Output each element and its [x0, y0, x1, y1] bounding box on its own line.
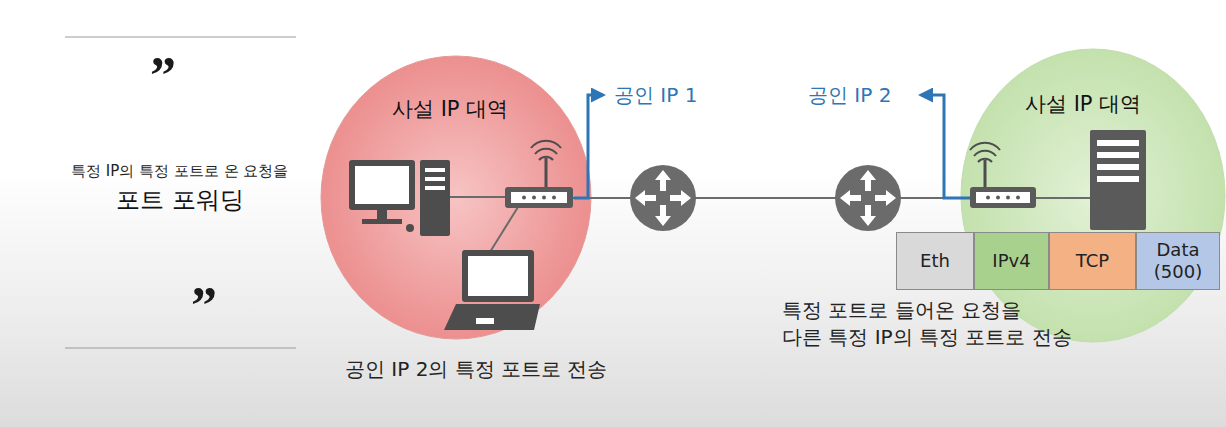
packet-text-holder: IPv4: [992, 250, 1030, 272]
packet-header-box: TCP: [1049, 232, 1136, 290]
wireless-router-icon: [505, 141, 573, 208]
wireless-router-icon: [970, 143, 1036, 208]
public-ip-label: 공인 IP 2: [808, 82, 891, 109]
packet-text-holder: Data (500): [1143, 239, 1213, 282]
public-ip-arrow: [574, 95, 603, 198]
laptop-icon: [444, 250, 540, 330]
packet-header-box: Data (500): [1136, 232, 1220, 290]
region-heading: 사설 IP 대역: [1025, 90, 1141, 118]
packet-field-text: Eth: [920, 250, 950, 272]
internet-router-icon: [630, 165, 696, 231]
description-text: 다른 특정 IP의 특정 포트로 전송: [782, 324, 1072, 351]
wire: [1035, 197, 1092, 199]
description-text: 공인 IP 2의 특정 포트로 전송: [345, 356, 607, 383]
quote-mark: ”: [191, 276, 217, 335]
title-text: 포트 포워딩: [116, 184, 244, 216]
quote-mark: ”: [150, 46, 176, 105]
packet-text-holder: TCP: [1076, 250, 1109, 272]
description-text: 특정 IP의 특정 포트로 온 요청을: [71, 162, 288, 181]
public-ip-label: 공인 IP 1: [614, 82, 697, 109]
packet-header-box: IPv4: [974, 232, 1049, 290]
internet-router-icon: [835, 165, 901, 231]
separator-line: [65, 348, 296, 349]
packet-field-text: Data (500): [1143, 239, 1213, 282]
packet-field-text: TCP: [1076, 250, 1109, 272]
server-icon: [1090, 130, 1146, 230]
wire: [450, 196, 507, 198]
packet-field-text: IPv4: [992, 250, 1030, 272]
region-heading: 사설 IP 대역: [392, 95, 508, 123]
separator-line: [65, 37, 296, 38]
desktop-pc-icon: [349, 160, 450, 236]
packet-header-box: Eth: [896, 232, 974, 290]
wire: [490, 207, 518, 252]
description-text: 특정 포트로 들어온 요청을: [782, 297, 1021, 324]
public-ip-arrow: [921, 95, 970, 198]
packet-text-holder: Eth: [920, 250, 950, 272]
